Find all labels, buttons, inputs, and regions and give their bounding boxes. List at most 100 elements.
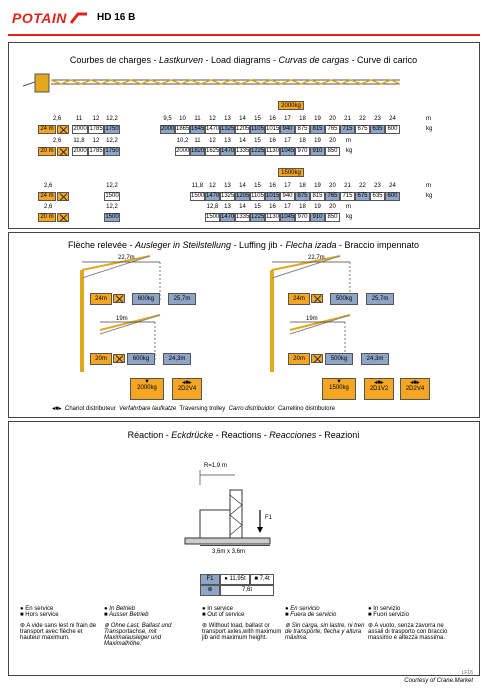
cell: 1015	[265, 192, 280, 201]
brand-mark-icon	[69, 11, 88, 24]
reaction-panel	[8, 421, 480, 676]
cell: 1045	[280, 147, 295, 156]
left-top-load: 600kg	[132, 293, 160, 305]
load-title: Courbes de charges - Lastkurven - Load d…	[69, 55, 418, 65]
row2-unit-kg: kg	[346, 148, 353, 154]
crane-base-diagram	[180, 455, 280, 555]
header-bar	[8, 8, 480, 36]
right-bot-reach: 19m	[306, 316, 318, 322]
row3-unit-m: m	[426, 183, 431, 189]
right-trolley-2: 2D2V4	[405, 386, 425, 392]
luffing-left-diagram	[60, 252, 230, 372]
row1-right-values: 2000 1865 1645 1470 1325 1205 1105 1015 …	[160, 125, 400, 134]
row2-unit-m: m	[346, 138, 351, 144]
right-top-radius: 25,7m	[366, 293, 394, 305]
cell: 2000	[175, 147, 190, 156]
table-in-service: ● 11,95t	[220, 574, 250, 585]
row3-left-values: 1500	[104, 192, 120, 201]
right-top-reach: 22,7m	[308, 255, 325, 261]
right-trolley-box-2: ◂■▸2D2V4	[400, 378, 430, 400]
right-bot-load: 500kg	[325, 353, 353, 365]
jib-diagram	[15, 72, 475, 96]
cell: 1785	[88, 125, 104, 134]
cell: 910	[310, 147, 325, 156]
cell: 1325	[220, 125, 235, 134]
col-es-a: ● En servicio	[285, 606, 320, 612]
cell: 940	[280, 125, 295, 134]
trolley-icon: ◂■▸	[374, 380, 384, 386]
table-out-service: ■ 7,4t	[250, 574, 274, 585]
cell: 815	[310, 125, 325, 134]
row2-left-values: 2000 1785 1750	[72, 147, 120, 156]
row1-unit-kg: kg	[426, 126, 433, 132]
col-en-a: ● In service	[202, 606, 233, 612]
col-en-b: ■ Out of service	[202, 612, 245, 618]
radius-label: R=1,9 m	[204, 463, 227, 469]
cell: 675	[355, 192, 370, 201]
cell: 1470	[220, 213, 235, 222]
col-it-a: ● In servizio	[368, 606, 401, 612]
col-es-c: ⊛ Sin carga, sin lastre, ni tren de tran…	[285, 623, 365, 641]
row4-left-values: 1500	[104, 213, 120, 222]
col-it-b: ■ Fuori servizio	[368, 612, 409, 618]
cell: 815	[310, 192, 325, 201]
cell: 910	[310, 213, 325, 222]
row4-jib-label: 20 m	[38, 213, 56, 222]
left-mass-box: ▼2000kg	[130, 378, 164, 400]
col-de-a: ● In Betrieb	[104, 606, 135, 612]
cell: 715	[340, 125, 355, 134]
load-diagram-panel	[8, 42, 480, 229]
col-it: ● In servizio ■ Fuori servizio ⊛ A vuoto…	[368, 606, 448, 641]
cell: 1205	[235, 192, 250, 201]
cell: 1625	[205, 147, 220, 156]
cell: 635	[370, 125, 385, 134]
left-top-jib: 24m	[90, 293, 112, 305]
row2-jib-label: 20 m	[38, 147, 56, 156]
cell: 1105	[250, 192, 265, 201]
left-bot-load: 600kg	[127, 353, 155, 365]
cell: 1500	[190, 192, 205, 201]
left-bot-jib: 20m	[90, 353, 112, 365]
cell: 1470	[205, 125, 220, 134]
row3-right-values: 1500 1470 1325 1205 1105 1015 940 875 81…	[190, 192, 400, 201]
left-mass: 2000kg	[137, 385, 157, 391]
cell: 1105	[250, 125, 265, 134]
cell: 875	[295, 125, 310, 134]
row1-jib-label: 24 m	[38, 125, 56, 134]
cell: 1130	[265, 213, 280, 222]
cell: 1820	[190, 147, 205, 156]
col-de-c: ⊛ Ohne Last, Ballast und Transportachse,…	[104, 623, 172, 647]
cell: 1500	[205, 213, 220, 222]
table-empty-value: 7,6t	[220, 585, 274, 596]
weight-icon: ▼	[336, 379, 342, 385]
cell: 2000	[72, 125, 88, 134]
left-top-reach: 22,7m	[118, 255, 135, 261]
col-de-b: ■ Ausser Betrieb	[104, 612, 149, 618]
cell: 675	[355, 125, 370, 134]
right-trolley-box-1: ◂■▸2D1V2	[364, 378, 394, 400]
cell: 1500	[104, 192, 120, 201]
force-label: F1	[265, 515, 273, 521]
row1-unit-m: m	[426, 116, 431, 122]
row4-right-values: 1500 1470 1335 1225 1130 1045 970 910 85…	[205, 213, 340, 222]
col-es-b: ■ Fuera de servicio	[285, 612, 337, 618]
cell: 970	[295, 213, 310, 222]
table-f1-header: F1	[200, 574, 220, 585]
cell: 1015	[265, 125, 280, 134]
cell: 940	[280, 192, 295, 201]
right-mass: 1500kg	[329, 385, 349, 391]
trolley-legend: ◂■▸ Chariot distributeur Verfahrbare lau…	[52, 406, 335, 412]
right-top-jib: 24m	[288, 293, 310, 305]
cell: 2000	[72, 147, 88, 156]
left-top-trolley-icon	[113, 294, 125, 303]
row2-right-values: 2000 1820 1625 1470 1335 1225 1130 1045 …	[175, 147, 340, 156]
luffing-right-diagram	[250, 252, 420, 372]
cell: 600	[385, 125, 400, 134]
col-en: ● In service ■ Out of service ⊛ Without …	[202, 606, 282, 641]
